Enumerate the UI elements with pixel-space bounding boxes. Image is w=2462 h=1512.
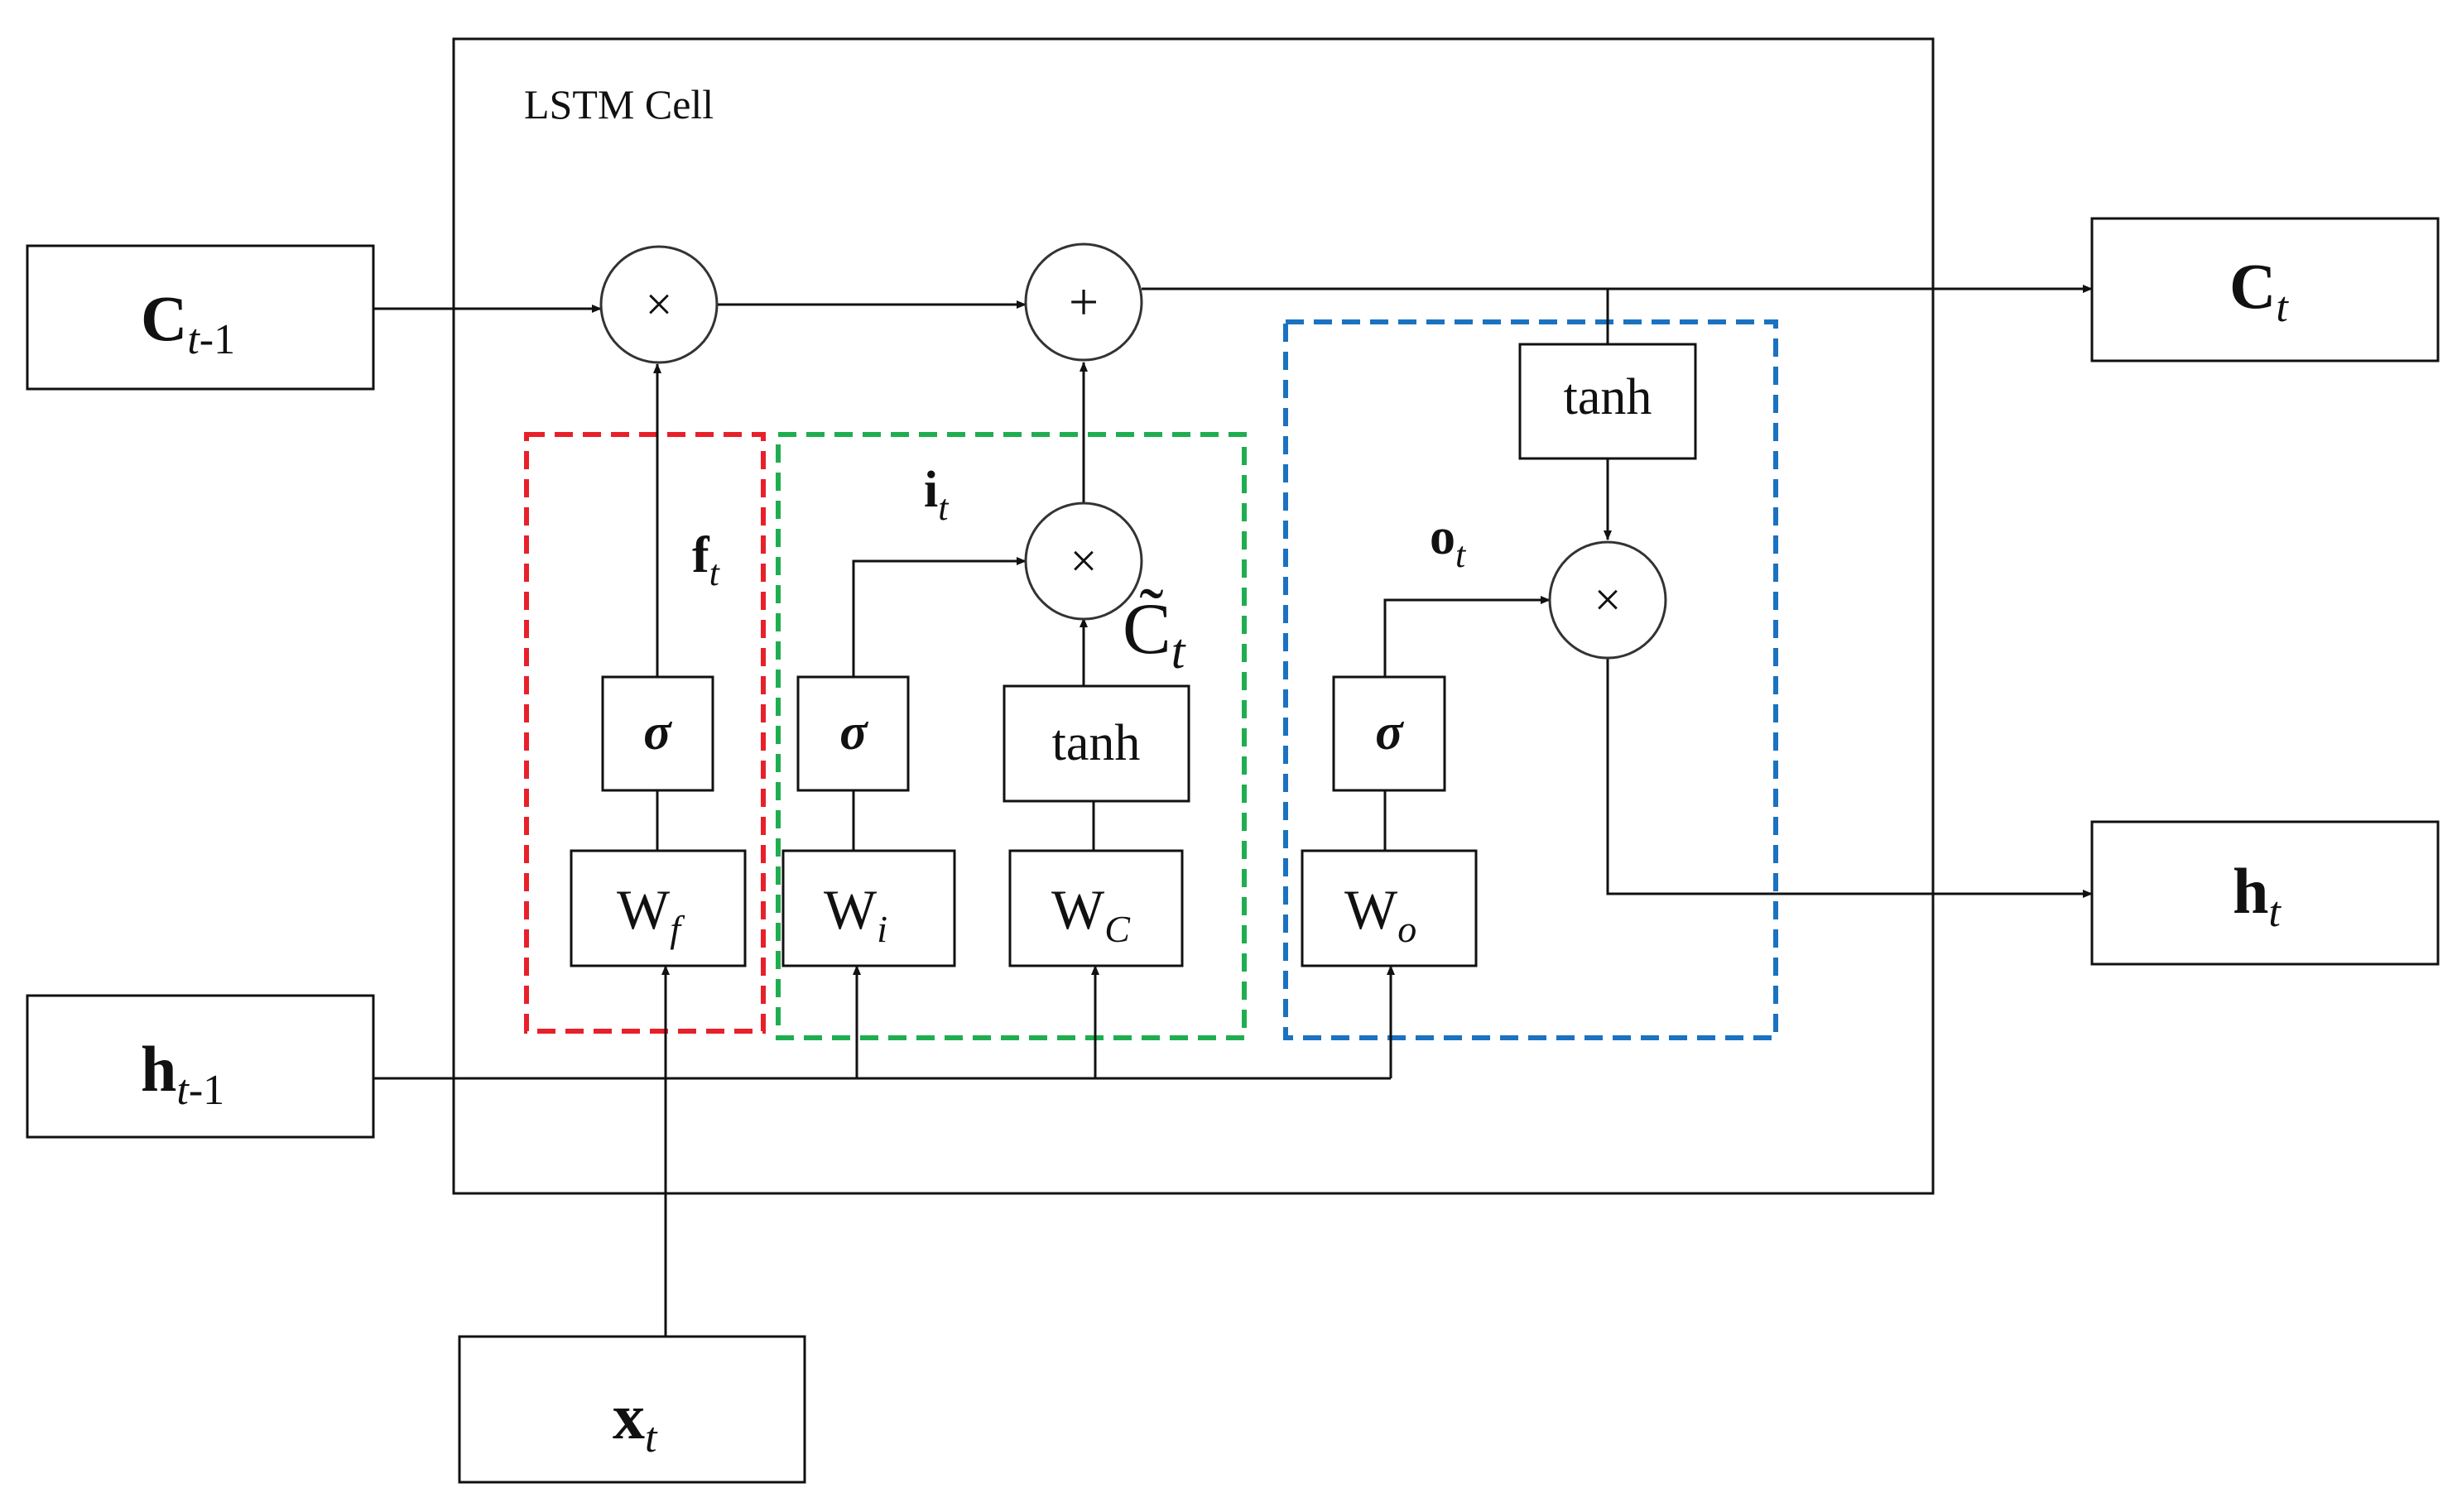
h-output-box: ht xyxy=(2090,820,2440,966)
cell-title: LSTM Cell xyxy=(524,81,714,127)
svg-text:tanh: tanh xyxy=(1564,369,1652,425)
svg-text:tanh: tanh xyxy=(1052,715,1141,771)
input-sigma-to-mult-line xyxy=(852,557,1027,677)
multiply-symbol: × xyxy=(646,277,673,331)
wo-weight-box: Wo xyxy=(1301,849,1478,967)
forget-gate-region xyxy=(524,432,766,1034)
input-sigma-box: σ xyxy=(796,675,910,792)
output-sigma-box: σ xyxy=(1332,675,1446,792)
svg-text:ht-1: ht-1 xyxy=(141,1033,224,1114)
svg-text:Wi: Wi xyxy=(824,878,887,950)
wc-weight-box: WC xyxy=(1008,849,1184,967)
forget-multiply-operator: × xyxy=(599,245,719,364)
input-signal-label: it xyxy=(924,462,950,528)
c-prev-input-box: Ct-1 xyxy=(26,244,375,391)
input-gate-region xyxy=(776,432,1247,1040)
output-multiply-operator: × xyxy=(1548,540,1667,660)
candidate-tanh-box: tanh xyxy=(1003,684,1190,803)
svg-text:WC: WC xyxy=(1051,878,1131,950)
wi-weight-box: Wi xyxy=(781,849,956,967)
svg-text:ht: ht xyxy=(2233,855,2282,936)
output-gate-region xyxy=(1283,319,1778,1040)
input-multiply-operator: × xyxy=(1024,502,1143,621)
svg-text:Wf: Wf xyxy=(617,878,685,950)
forget-sigma-box: σ xyxy=(601,675,714,792)
svg-text:xt: xt xyxy=(613,1380,658,1462)
output-mult-to-h-out-line xyxy=(1606,658,2093,898)
svg-text:σ: σ xyxy=(643,704,672,761)
forget-signal-label: ft xyxy=(692,527,721,593)
svg-text:σ: σ xyxy=(1375,704,1404,761)
candidate-signal-label: C̃t xyxy=(1123,588,1186,679)
output-sigma-to-mult-line xyxy=(1383,596,1551,677)
svg-text:σ: σ xyxy=(839,704,868,761)
add-operator: + xyxy=(1024,242,1143,362)
output-signal-label: ot xyxy=(1430,509,1467,575)
multiply-symbol: × xyxy=(1070,534,1098,588)
x-input-box: xt xyxy=(458,1335,806,1484)
svg-text:Wo: Wo xyxy=(1344,878,1416,950)
c-output-box: Ct xyxy=(2090,217,2440,362)
add-symbol: + xyxy=(1069,272,1099,331)
svg-text:Ct-1: Ct-1 xyxy=(141,282,235,363)
lstm-cell-frame xyxy=(452,37,1935,1195)
output-cell-tanh-box: tanh xyxy=(1518,343,1697,460)
multiply-symbol: × xyxy=(1594,573,1622,626)
wf-weight-box: Wf xyxy=(570,849,747,967)
svg-text:Ct: Ct xyxy=(2229,250,2289,331)
h-prev-input-box: ht-1 xyxy=(26,994,375,1139)
